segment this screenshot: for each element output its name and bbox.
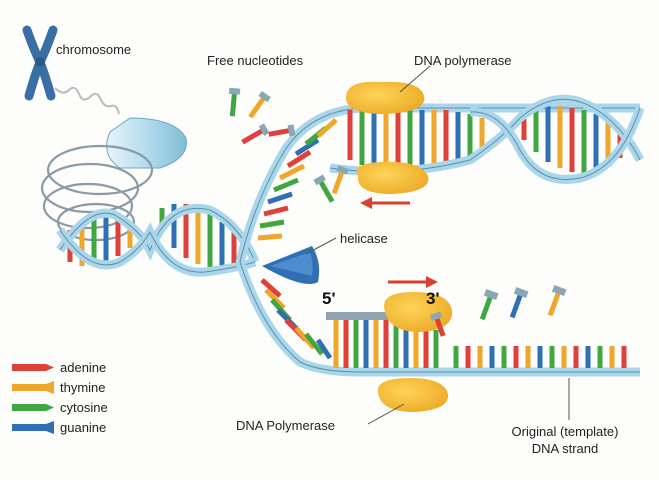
adenine-swatch-icon <box>12 364 54 371</box>
nucleotide-icon <box>313 174 335 203</box>
nucleotide-icon <box>241 123 270 145</box>
polymerase-icon <box>345 81 429 194</box>
polymerase-bottom-pointer <box>367 403 405 425</box>
upper-fork-bases <box>257 118 338 241</box>
legend-adenine-label: adenine <box>60 360 107 375</box>
direction-arrow-icon <box>360 197 410 209</box>
five-prime-label: 5' <box>322 289 336 308</box>
nucleotide-icon <box>479 288 499 321</box>
chromosome-icon <box>22 25 58 101</box>
upper-right-bases <box>347 106 623 174</box>
lower-new-strand-backbone <box>326 312 436 320</box>
legend-cytosine-label: cytosine <box>60 400 108 415</box>
direction-arrow-icon <box>388 276 438 288</box>
helicase-icon <box>262 246 320 284</box>
polymerase-icon <box>377 292 453 412</box>
free-nucleotides-label: Free nucleotides <box>207 53 304 68</box>
dna-polymerase-bottom-label: DNA Polymerase <box>236 418 335 433</box>
free-nucleotides <box>228 87 349 203</box>
original-strand-label-line1: Original (template) <box>511 424 619 439</box>
chromatin-thread <box>54 86 120 115</box>
dna-polymerase-top-label: DNA polymerase <box>414 53 512 68</box>
legend-thymine-label: thymine <box>60 380 106 395</box>
nucleotide-icon <box>331 165 349 195</box>
helicase-pointer <box>305 237 337 255</box>
nucleotide-icon <box>509 286 529 319</box>
lower-template-unpaired-bases <box>453 346 627 368</box>
legend-swatches <box>12 364 54 434</box>
nucleotide-icon <box>228 87 241 117</box>
thymine-swatch-icon <box>12 381 54 394</box>
polymerase-top-pointer <box>399 65 431 93</box>
guanine-swatch-icon <box>12 421 54 434</box>
nucleotide-icon <box>248 91 271 119</box>
lower-fork-bases <box>260 278 333 360</box>
helicase-label: helicase <box>340 231 388 246</box>
chromosome-label: chromosome <box>56 42 132 57</box>
nucleotide-icon <box>429 311 446 337</box>
incoming-nucleotides <box>429 284 567 337</box>
upper-template-backbone <box>235 103 640 264</box>
nucleotide-icon <box>547 284 567 317</box>
nucleotide-icon <box>268 124 296 137</box>
cytosine-swatch-icon <box>12 404 54 411</box>
three-prime-label: 3' <box>426 289 440 308</box>
original-strand-label-line2: DNA strand <box>531 441 599 456</box>
legend-guanine-label: guanine <box>60 420 107 435</box>
